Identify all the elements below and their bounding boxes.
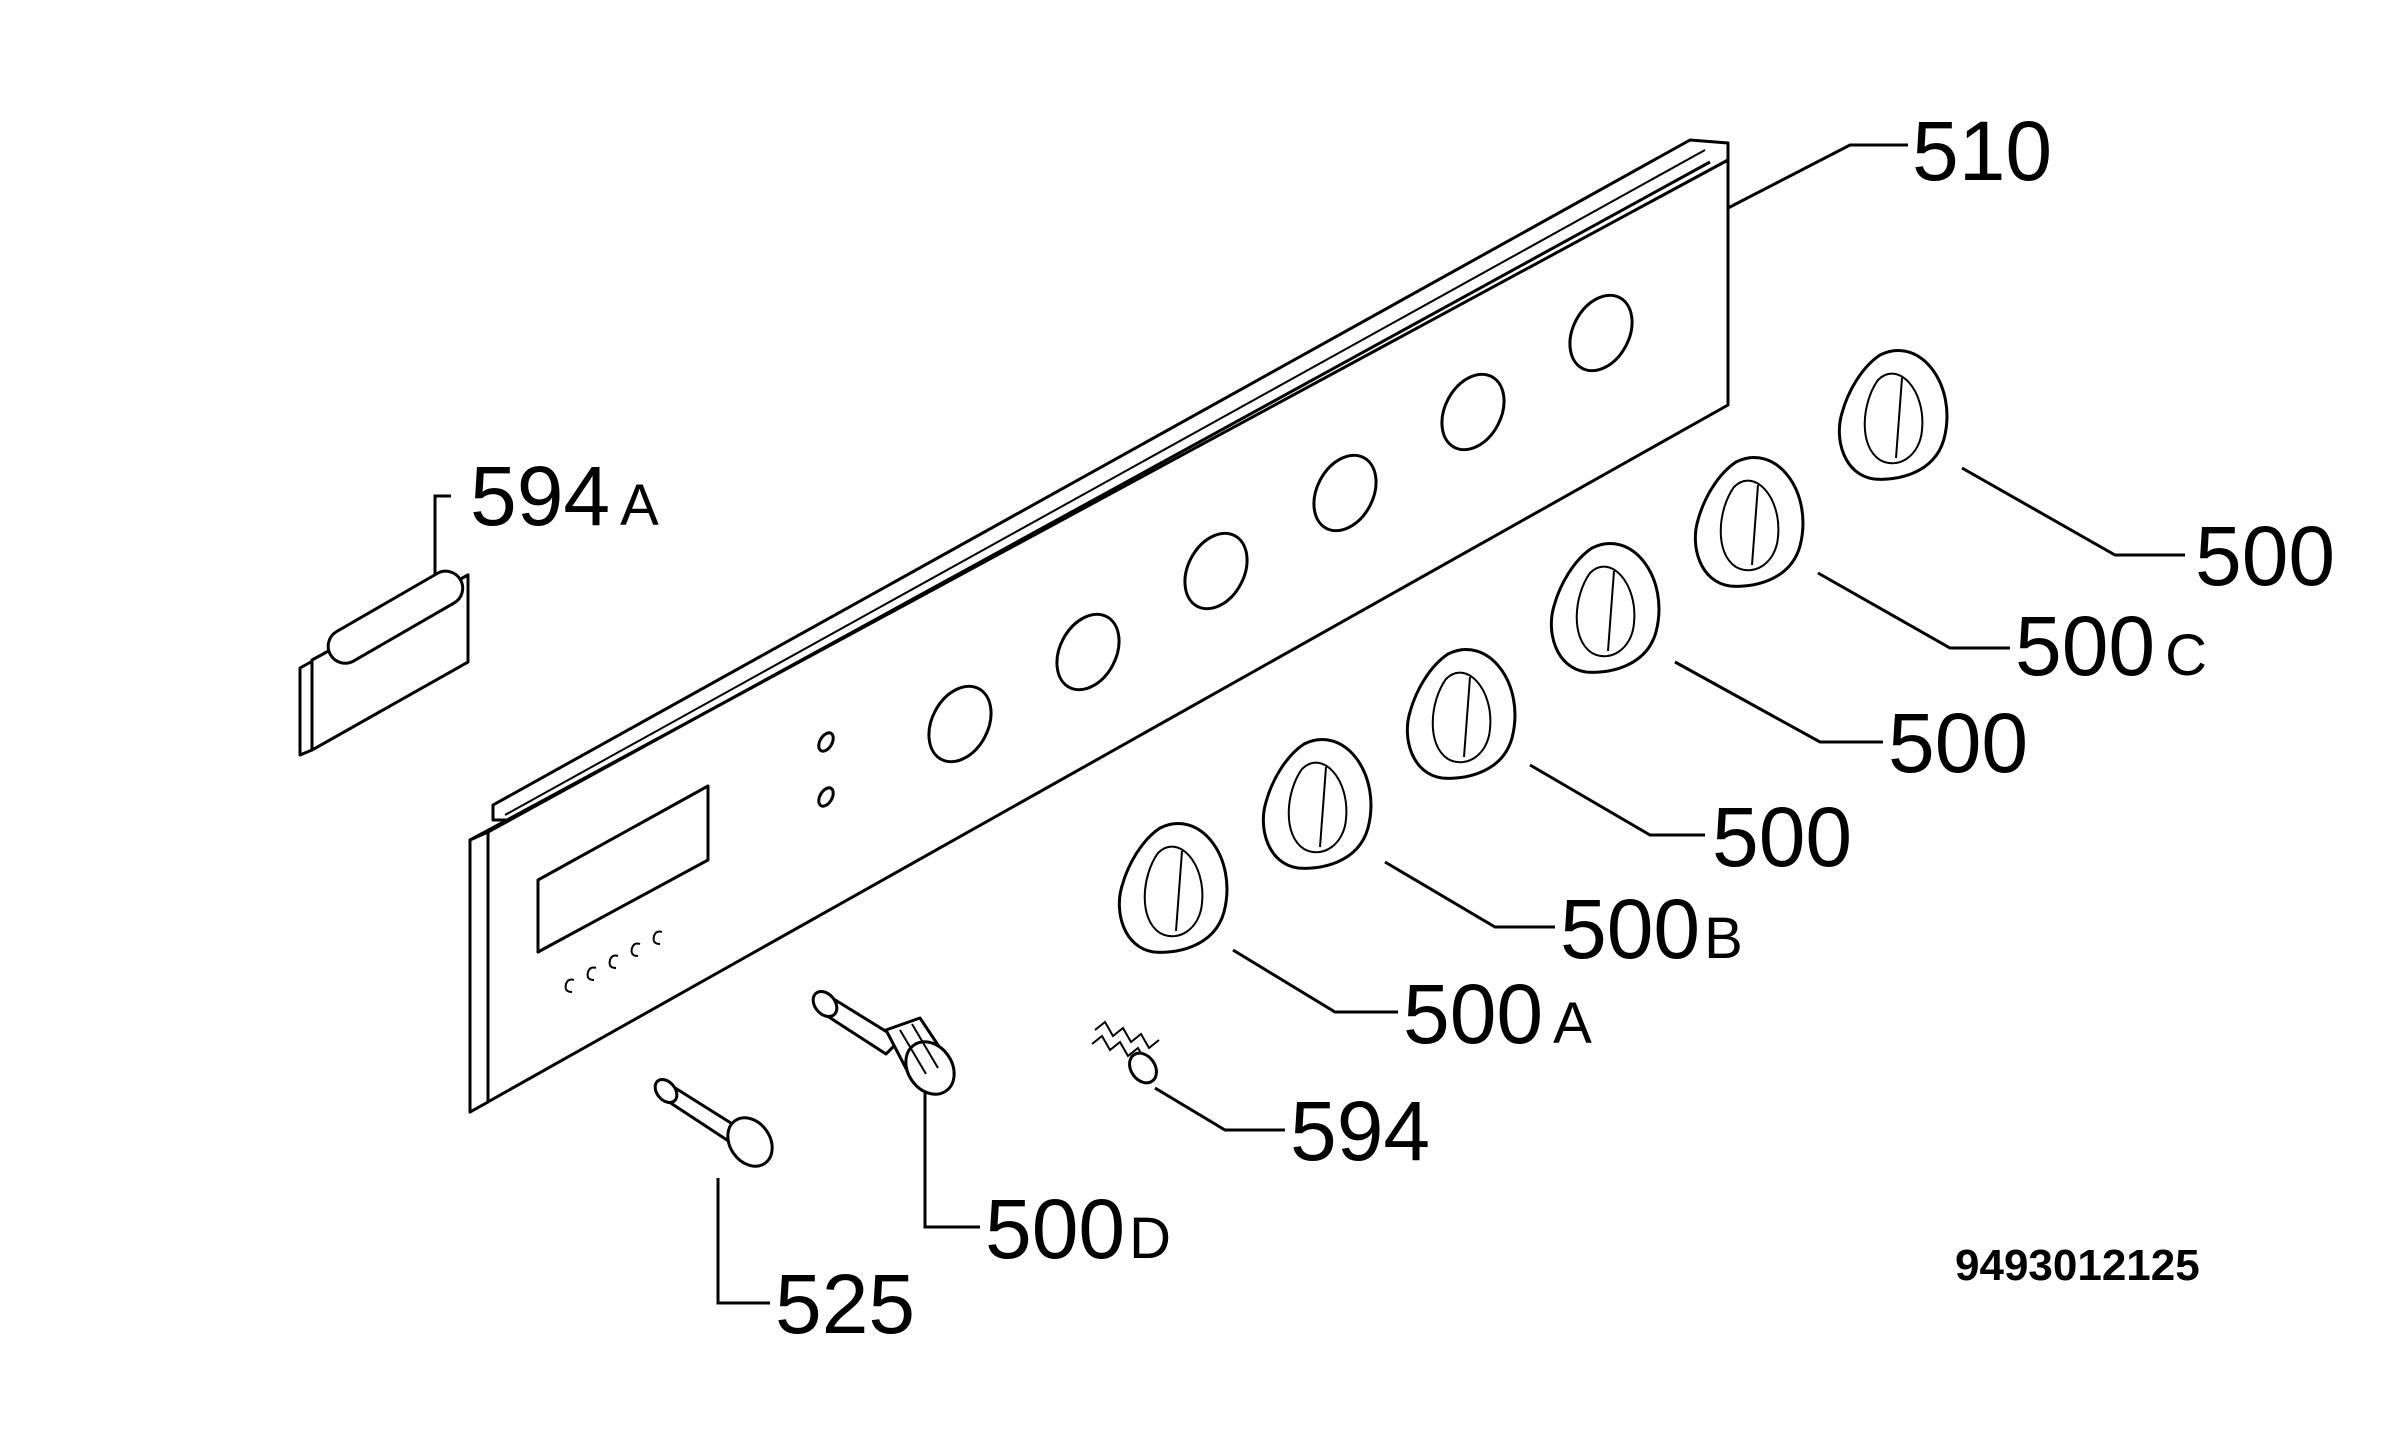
knob-label-b: 500B	[1560, 882, 1743, 976]
panel-small-hole	[817, 786, 835, 808]
panel-small-hole	[817, 731, 835, 753]
knob-icon	[1261, 738, 1373, 870]
shaft-part	[811, 989, 956, 1096]
button-label: 525	[775, 1257, 915, 1351]
control-panel	[468, 138, 1730, 1114]
knob-icon	[1405, 648, 1517, 780]
leader-lines	[433, 143, 2185, 1305]
knob-label-5: 500	[1888, 696, 2028, 790]
panel-label: 510	[1912, 104, 2052, 198]
knob-label-top: 500	[2195, 509, 2335, 603]
knob-icon	[1549, 542, 1661, 674]
button-part	[653, 1077, 774, 1168]
knob-icon	[1837, 349, 1949, 481]
shaft-label: 500D	[985, 1182, 1171, 1276]
knob-label-4: 500	[1712, 790, 1852, 884]
clip-part	[298, 569, 470, 757]
knob-icon	[1693, 456, 1805, 588]
display-window	[536, 784, 710, 954]
panel-buttons	[564, 930, 663, 993]
knob-holes	[927, 293, 1634, 764]
spring-label: 594	[1290, 1084, 1430, 1178]
spring-part	[1091, 1020, 1160, 1085]
drawing-code: 9493012125	[1955, 1241, 2200, 1290]
knob-icon	[1117, 822, 1229, 954]
